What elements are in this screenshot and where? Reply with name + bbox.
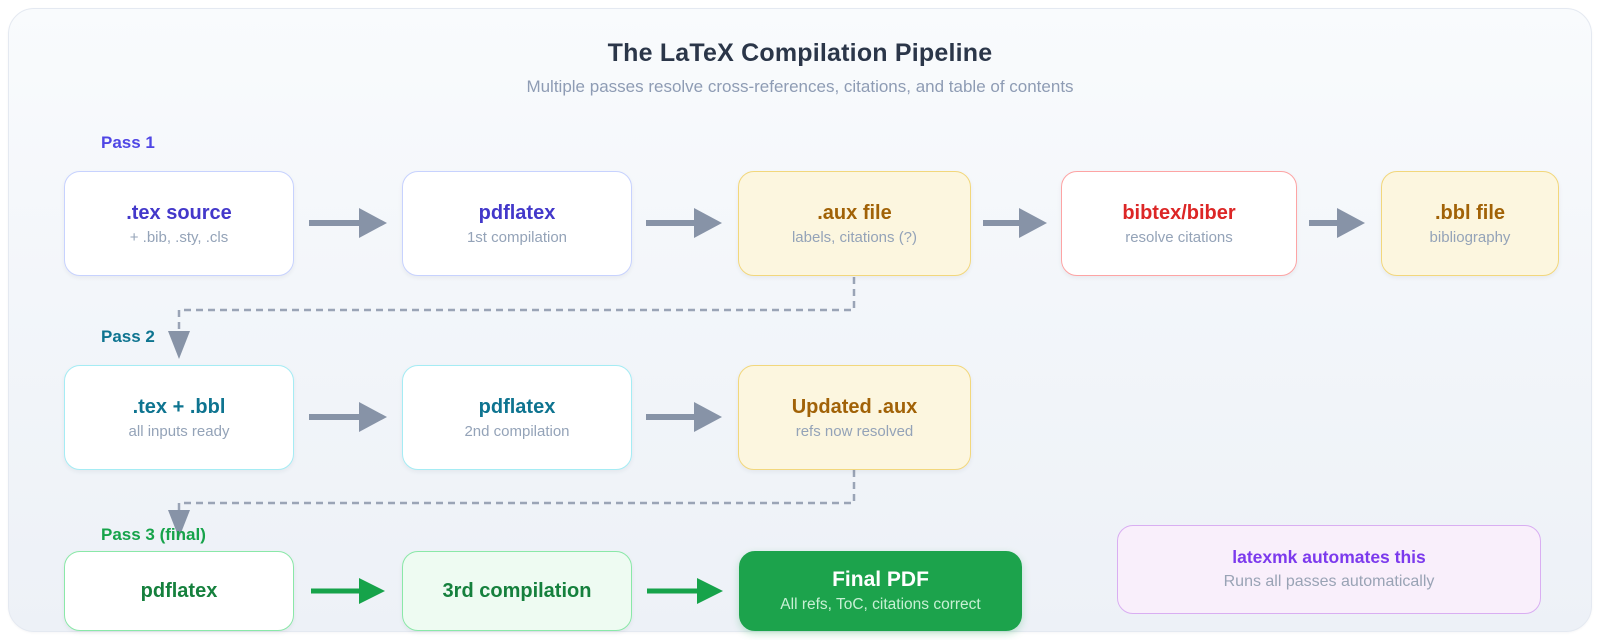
node-title: Final PDF — [832, 568, 929, 592]
node-title: .tex source — [126, 201, 232, 224]
node-tex-source: .tex source + .bib, .sty, .cls — [64, 171, 294, 276]
node-title: bibtex/biber — [1122, 201, 1236, 224]
node-subtitle: bibliography — [1429, 228, 1511, 246]
note-latexmk: latexmk automates this Runs all passes a… — [1117, 525, 1541, 614]
node-subtitle: 1st compilation — [466, 228, 568, 246]
arrow-pass1-step3 — [983, 208, 1047, 238]
arrow-pass3-step2 — [647, 578, 723, 604]
pass1-label: Pass 1 — [101, 133, 155, 152]
pass3-label: Pass 3 (final) — [101, 525, 206, 544]
note-title: latexmk automates this — [1232, 547, 1426, 568]
node-pdflatex-2nd: pdflatex 2nd compilation — [402, 365, 632, 470]
node-subtitle: all inputs ready — [128, 422, 230, 440]
node-title: .tex + .bbl — [132, 395, 226, 418]
connector-pass1-to-pass2 — [168, 277, 856, 359]
connector-pass2-to-pass3 — [168, 470, 856, 538]
node-final-pdf: Final PDF All refs, ToC, citations corre… — [739, 551, 1022, 631]
node-pdflatex-1st: pdflatex 1st compilation — [402, 171, 632, 276]
node-bibtex-biber: bibtex/biber resolve citations — [1061, 171, 1297, 276]
pipeline-card: The LaTeX Compilation Pipeline Multiple … — [8, 8, 1592, 632]
node-subtitle: resolve citations — [1125, 228, 1233, 246]
node-bbl-file: .bbl file bibliography — [1381, 171, 1559, 276]
arrow-pass2-step1 — [309, 402, 387, 432]
node-3rd-compilation: 3rd compilation — [402, 551, 632, 631]
node-updated-aux: Updated .aux refs now resolved — [738, 365, 971, 470]
node-tex-plus-bbl: .tex + .bbl all inputs ready — [64, 365, 294, 470]
node-title: 3rd compilation — [442, 580, 592, 602]
node-title: pdflatex — [140, 580, 218, 602]
node-subtitle: refs now resolved — [795, 422, 914, 440]
arrow-pass1-step4 — [1309, 208, 1365, 238]
node-title: pdflatex — [478, 395, 556, 418]
node-aux-file: .aux file labels, citations (?) — [738, 171, 971, 276]
arrow-pass1-step1 — [309, 208, 387, 238]
note-subtitle: Runs all passes automatically — [1223, 572, 1435, 590]
node-subtitle: labels, citations (?) — [791, 228, 918, 246]
diagram-title: The LaTeX Compilation Pipeline — [607, 39, 993, 67]
node-title: .aux file — [817, 201, 892, 224]
node-title: .bbl file — [1435, 201, 1505, 224]
arrow-pass3-step1 — [311, 578, 385, 604]
arrow-pass1-step2 — [646, 208, 722, 238]
node-title: pdflatex — [478, 201, 556, 224]
diagram-subtitle: Multiple passes resolve cross-references… — [526, 77, 1074, 96]
node-subtitle: All refs, ToC, citations correct — [780, 596, 981, 614]
node-title: Updated .aux — [791, 395, 918, 418]
node-subtitle: + .bib, .sty, .cls — [129, 228, 229, 246]
node-subtitle: 2nd compilation — [464, 422, 570, 440]
pass2-label: Pass 2 — [101, 327, 155, 346]
arrow-pass2-step2 — [646, 402, 722, 432]
node-pdflatex-3rd: pdflatex — [64, 551, 294, 631]
